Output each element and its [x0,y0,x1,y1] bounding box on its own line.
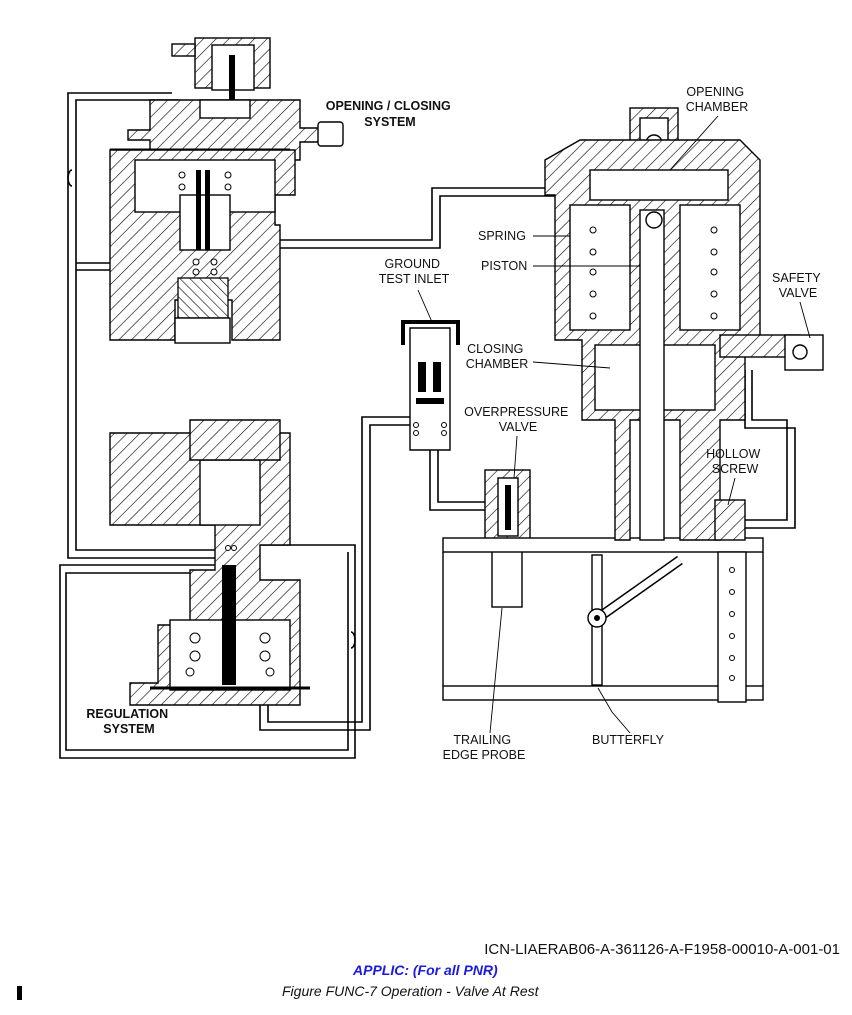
trailing-edge-probe-label-line-1: TRAILING [453,733,511,747]
regulation-system-label: REGULATION SYSTEM [86,707,171,736]
safety-valve-label-line-2: VALVE [779,286,817,300]
overpressure-valve-label-line-1: OVERPRESSURE [464,405,568,419]
trailing-edge-probe-label: TRAILING EDGE PROBE [443,733,526,762]
figure-caption: Figure FUNC-7 Operation - Valve At Rest [282,983,539,999]
spring-label: SPRING [478,229,526,243]
hollow-screw-label: HOLLOW SCREW [706,447,764,476]
diagram-labels: OPENING / CLOSING SYSTEM OPENING CHAMBER… [86,85,824,762]
ground-test-inlet-label-line-2: TEST INLET [379,272,450,286]
applicability-statement: APPLIC: (For all PNR) [353,962,498,978]
leader-lines [417,115,811,734]
closing-chamber-label-line-1: CLOSING [467,342,523,356]
safety-valve-label: SAFETY VALVE [772,271,824,300]
trailing-edge-probe-label-line-2: EDGE PROBE [443,748,526,762]
overpressure-valve [484,469,531,608]
hollow-screw-label-line-1: HOLLOW [706,447,760,461]
opening-closing-system-label: OPENING / CLOSING SYSTEM [326,99,455,129]
valve-schematic: OPENING / CLOSING SYSTEM OPENING CHAMBER… [59,37,824,762]
ground-test-inlet-label: GROUND TEST INLET [379,257,450,286]
illustration-control-number: ICN-LIAERAB06-A-361126-A-F1958-00010-A-0… [484,941,840,958]
actuator [544,107,824,541]
opening-closing-system-label-line-2: SYSTEM [364,115,415,129]
safety-valve-label-line-1: SAFETY [772,271,821,285]
overpressure-valve-label-line-2: VALVE [499,420,537,434]
butterfly [587,554,683,686]
main-duct [442,537,764,703]
hollow-screw-label-line-2: SCREW [712,462,759,476]
ground-test-inlet-label-line-1: GROUND [384,257,440,271]
opening-chamber-label-line-2: CHAMBER [686,100,749,114]
closing-chamber-label-line-2: CHAMBER [466,357,529,371]
opening-closing-system [67,37,344,344]
pneumatic-lines [59,92,796,759]
butterfly-label: BUTTERFLY [592,733,665,747]
closing-chamber-label: CLOSING CHAMBER [466,342,529,371]
regulation-system [109,419,356,706]
overpressure-valve-label: OVERPRESSURE VALVE [464,405,572,434]
opening-chamber-label-line-1: OPENING [686,85,744,99]
opening-chamber-label: OPENING CHAMBER [686,85,749,114]
ground-test-inlet [401,320,460,451]
regulation-system-label-line-2: SYSTEM [103,722,154,736]
regulation-system-label-line-1: REGULATION [86,707,168,721]
piston-label: PISTON [481,259,527,273]
opening-closing-system-label-line-1: OPENING / CLOSING [326,99,451,113]
change-bar [17,986,22,1000]
